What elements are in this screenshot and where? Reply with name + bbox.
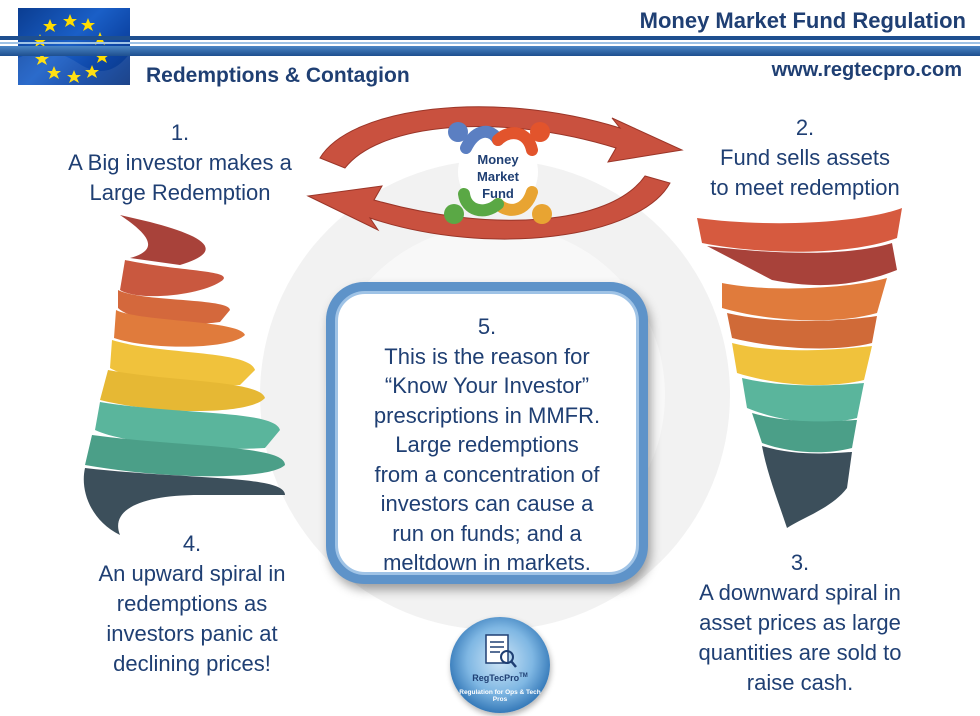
step-5-line-2: “Know Your Investor” [384, 373, 590, 398]
step-2: 2. Fund sells assets to meet redemption [670, 113, 940, 203]
step-5-box: 5. This is the reason for “Know Your Inv… [326, 282, 648, 584]
step-2-line-1: Fund sells assets [720, 145, 890, 170]
step-5-text: 5. This is the reason for “Know Your Inv… [344, 312, 630, 578]
step-4: 4. An upward spiral in redemptions as in… [72, 529, 312, 679]
step-4-line-1: An upward spiral in [98, 561, 286, 586]
website-url: www.regtecpro.com [771, 59, 962, 81]
money-market-fund-label: Money Market Fund [456, 151, 540, 202]
step-5-number: 5. [477, 314, 497, 339]
header-band-main [0, 46, 980, 56]
step-1: 1. A Big investor makes a Large Redempti… [40, 118, 320, 208]
step-3-line-4: raise cash. [746, 670, 854, 695]
step-5-line-5: from a concentration of [374, 461, 600, 487]
step-4-line-4: declining prices! [113, 651, 271, 676]
step-3-line-3: quantities are sold to [698, 640, 902, 665]
step-5-inner-panel: 5. This is the reason for “Know Your Inv… [335, 291, 639, 575]
upward-spiral-icon [83, 215, 285, 535]
cycle-arrows-icon [306, 106, 684, 240]
step-3: 3. A downward spiral in asset prices as … [670, 548, 930, 698]
step-1-line-2: Large Redemption [89, 180, 271, 205]
people-circle-icon [444, 122, 552, 224]
step-2-number: 2. [795, 115, 815, 140]
step-3-number: 3. [790, 550, 810, 575]
step-4-number: 4. [182, 531, 202, 556]
step-5-line-4: Large redemptions [395, 432, 579, 457]
header-band-thin [0, 42, 980, 44]
step-4-line-3: investors panic at [106, 621, 278, 646]
downward-spiral-icon [697, 208, 902, 528]
mmf-label-line-1: Money [477, 152, 519, 167]
step-2-line-2: to meet redemption [710, 175, 900, 200]
step-4-line-2: redemptions as [116, 591, 268, 616]
logo-trademark: TM [519, 673, 528, 679]
step-5-line-7: run on funds; and a [392, 520, 582, 546]
step-1-number: 1. [170, 120, 190, 145]
page-title: Money Market Fund Regulation [639, 8, 966, 33]
mmf-label-line-2: Market [477, 169, 519, 184]
step-5-line-6: investors can cause a [380, 491, 594, 516]
header-band-top [0, 36, 980, 40]
logo-name: RegTecProTM [450, 673, 550, 683]
regtecpro-logo: RegTecProTM Regulation for Ops & Tech Pr… [450, 617, 550, 713]
step-5-line-3: prescriptions in MMFR. [373, 402, 601, 428]
step-3-line-2: asset prices as large [699, 610, 901, 635]
step-1-line-1: A Big investor makes a [68, 150, 292, 175]
logo-name-text: RegTecPro [472, 673, 520, 683]
step-5-line-1: This is the reason for [384, 343, 590, 369]
document-magnifier-icon [485, 634, 517, 668]
mmf-label-line-3: Fund [482, 186, 514, 201]
step-3-line-1: A downward spiral in [699, 580, 901, 605]
logo-tagline: Regulation for Ops & Tech Pros [459, 689, 541, 703]
step-5-line-8: meltdown in markets. [383, 550, 591, 575]
page-subtitle: Redemptions & Contagion [146, 64, 410, 87]
